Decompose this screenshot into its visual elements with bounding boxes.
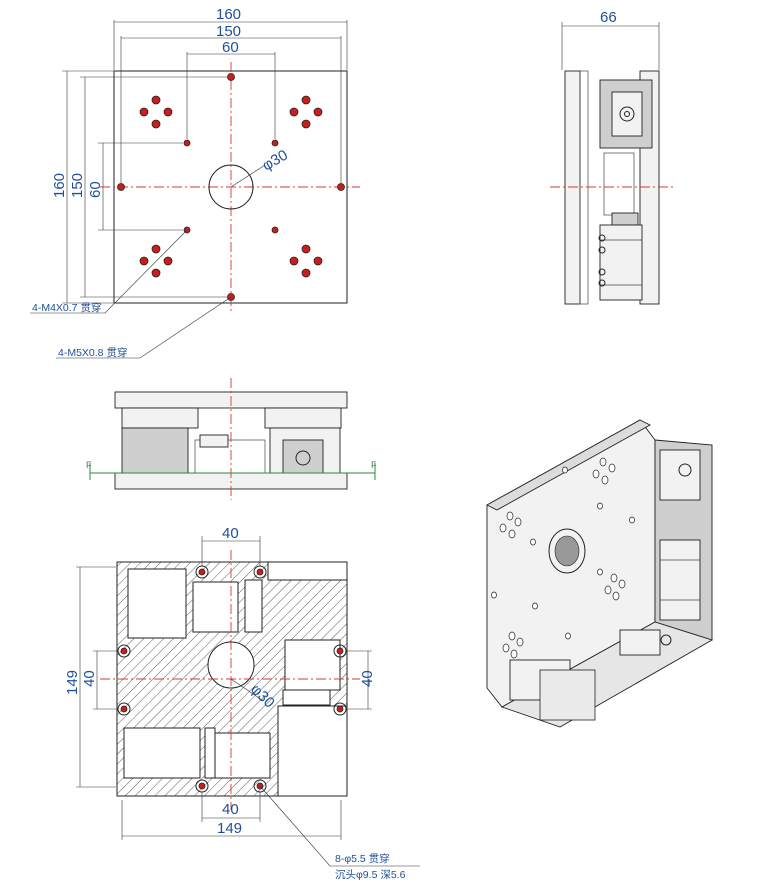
top-view: φ30 160 [30,6,360,359]
side-view: 66 [550,9,675,305]
section-dim-149-left: 149 [64,670,81,695]
m5-hole [227,73,235,81]
hole-cluster-br [289,244,323,278]
section-dim-40-left: 40 [81,670,98,687]
top-dim-150-v: 150 [69,173,86,198]
top-dim-160-h: 160 [216,6,241,23]
section-mark-left: F [86,460,92,470]
m4-hole [183,139,191,147]
side-lower-block [599,224,643,301]
hole-cluster-tr [289,95,323,129]
hole-cluster-tl [139,95,173,129]
side-dim-66: 66 [600,9,617,26]
center-bore [208,164,254,210]
top-dim-60-h: 60 [222,39,239,56]
callout-m5: 4-M5X0.8 贯穿 [58,346,127,359]
iso-center-bore [548,528,586,574]
callout-m4: 4-M4X0.7 贯穿 [32,301,101,314]
isometric-view [486,419,714,728]
hole-cluster-bl [139,244,173,278]
section-dim-149-bottom: 149 [217,820,242,837]
m4-hole [271,139,279,147]
section-callout-line1: 8-φ5.5 贯穿 [335,852,390,865]
iso-holes [491,457,635,659]
top-dia-30: φ30 [260,147,291,175]
front-left-carriage [121,427,189,474]
m4-hole [271,226,279,234]
section-mark-right: F [371,460,377,470]
section-dim-40-top: 40 [222,525,239,542]
front-view: F F [86,378,377,500]
section-body [116,561,348,797]
top-dim-150-h: 150 [216,23,241,40]
m5-hole [117,183,125,191]
top-dim-160-v: 160 [51,173,68,198]
section-dim-40-bottom: 40 [222,801,239,818]
section-view: φ30 40 40 149 149 40 40 8-φ5.5 贯穿 沉头φ9.5… [64,525,420,881]
side-left-plate [564,70,581,305]
section-dim-40-right: 40 [359,670,376,687]
top-dim-60-v: 60 [87,181,104,198]
section-callout-line2: 沉头φ9.5 深5.6 [335,868,406,881]
m5-hole [337,183,345,191]
